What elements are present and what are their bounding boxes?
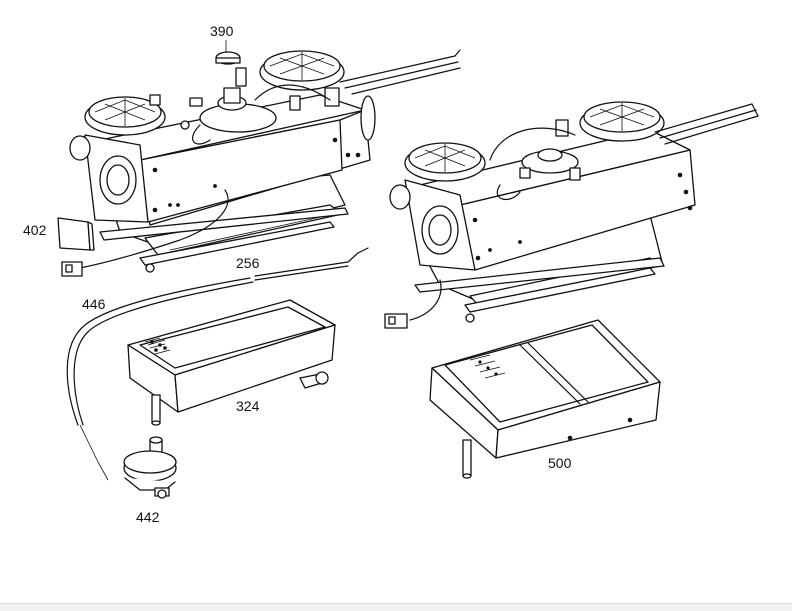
label-390: 390 <box>210 23 234 39</box>
label-442: 442 <box>136 509 160 525</box>
label-324: 324 <box>236 398 260 414</box>
part-324-tray <box>127 299 336 426</box>
part-256-rod <box>254 247 369 281</box>
label-446: 446 <box>82 296 106 312</box>
right-heater-assembly <box>384 101 759 329</box>
part-446-hose <box>66 277 254 481</box>
part-402-pad <box>57 217 95 251</box>
bottom-scroll-strip <box>0 603 792 611</box>
left-heater-assembly <box>61 49 461 277</box>
label-500: 500 <box>548 455 572 471</box>
label-256: 256 <box>236 255 260 271</box>
label-402: 402 <box>23 222 47 238</box>
part-442-valve <box>123 436 177 499</box>
part-500-box <box>429 319 661 479</box>
